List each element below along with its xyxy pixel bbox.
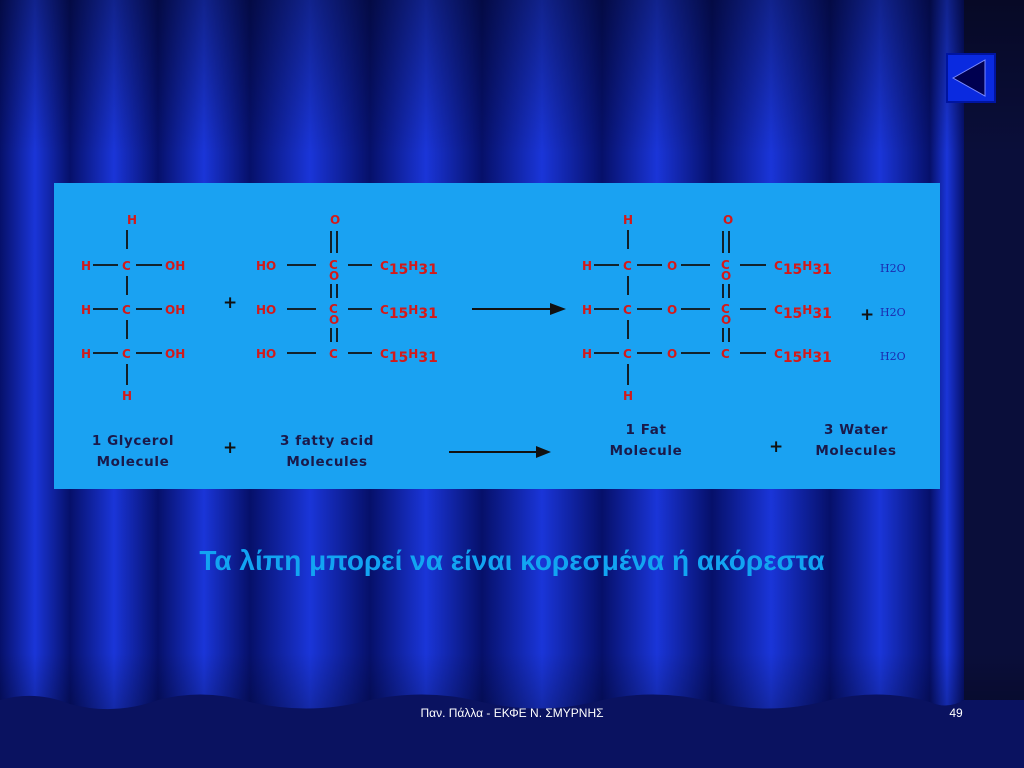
plus-sign: + xyxy=(223,438,237,458)
atom-ho: HO xyxy=(256,347,276,361)
water-molecule: H2O xyxy=(880,350,906,363)
atom-h: H xyxy=(582,303,592,317)
slide-footer: Παν. Πάλλα - ΕΚΦΕ Ν. ΣΜΥΡΝΗΣ xyxy=(420,706,604,720)
carbon-count: 15 xyxy=(389,350,408,366)
atom-h: H xyxy=(127,213,137,227)
water-molecule: H2O xyxy=(880,306,906,319)
carbon-count: 15 xyxy=(389,306,408,322)
carbon-symbol: C xyxy=(380,259,389,273)
atom-o: O xyxy=(330,213,340,227)
c15h31-group: C15H31 xyxy=(380,303,438,322)
atom-o: O xyxy=(723,213,733,227)
hydrogen-symbol: H xyxy=(802,347,812,361)
atom-h: H xyxy=(623,389,633,403)
atom-o: O xyxy=(667,259,677,273)
atom-oh: OH xyxy=(165,303,185,317)
atom-c: C xyxy=(122,347,131,361)
atom-c: C xyxy=(623,259,632,273)
atom-o: O xyxy=(329,313,339,327)
atom-h: H xyxy=(81,303,91,317)
atom-ho: HO xyxy=(256,259,276,273)
c15h31-group: C15H31 xyxy=(774,347,832,366)
atom-c: C xyxy=(623,347,632,361)
carbon-symbol: C xyxy=(380,347,389,361)
caption-fat-line2: Molecule xyxy=(610,443,683,459)
c15h31-group: C15H31 xyxy=(380,347,438,366)
atom-h: H xyxy=(81,347,91,361)
atom-c: C xyxy=(329,347,338,361)
caption-fatty-acid-line1: 3 fatty acid xyxy=(280,433,374,449)
atom-c: C xyxy=(329,258,338,272)
arrow-head-icon xyxy=(550,303,566,315)
plus-sign: + xyxy=(769,437,783,457)
atom-c: C xyxy=(329,302,338,316)
caption-fatty-acid-line2: Molecules xyxy=(286,454,367,470)
hydrogen-symbol: H xyxy=(408,259,418,273)
atom-o: O xyxy=(329,269,339,283)
c15h31-group: C15H31 xyxy=(774,303,832,322)
atom-o: O xyxy=(667,303,677,317)
atom-c: C xyxy=(721,258,730,272)
atom-c: C xyxy=(623,303,632,317)
arrow-head-icon xyxy=(536,446,551,458)
carbon-count: 15 xyxy=(783,350,802,366)
atom-c: C xyxy=(122,259,131,273)
hydrogen-count: 31 xyxy=(812,262,831,278)
atom-h: H xyxy=(81,259,91,273)
caption-glycerol-line2: Molecule xyxy=(97,454,170,470)
c15h31-group: C15H31 xyxy=(380,259,438,278)
caption-water-line1: 3 Water xyxy=(824,422,888,438)
water-molecule: H2O xyxy=(880,262,906,275)
plus-sign: + xyxy=(860,305,874,325)
atom-ho: HO xyxy=(256,303,276,317)
atom-o: O xyxy=(721,269,731,283)
atom-oh: OH xyxy=(165,347,185,361)
caption-glycerol-line1: 1 Glycerol xyxy=(92,433,174,449)
hydrogen-count: 31 xyxy=(418,262,437,278)
atom-h: H xyxy=(122,389,132,403)
atom-o: O xyxy=(667,347,677,361)
carbon-symbol: C xyxy=(380,303,389,317)
carbon-symbol: C xyxy=(774,303,783,317)
page-number: 49 xyxy=(949,706,963,720)
caption-fat-line1: 1 Fat xyxy=(625,422,666,438)
fatty-acid-molecules: O HO C O C15H31 HO C O C15H31 xyxy=(256,213,438,366)
hydrogen-symbol: H xyxy=(802,303,812,317)
carbon-count: 15 xyxy=(783,262,802,278)
hydrogen-count: 31 xyxy=(812,350,831,366)
atom-h: H xyxy=(623,213,633,227)
atom-h: H xyxy=(582,259,592,273)
atom-o: O xyxy=(721,313,731,327)
carbon-symbol: C xyxy=(774,347,783,361)
c15h31-group: C15H31 xyxy=(774,259,832,278)
atom-oh: OH xyxy=(165,259,185,273)
atom-c: C xyxy=(721,302,730,316)
glycerol-molecule: H H C OH H C OH H C OH H xyxy=(81,213,185,403)
hydrogen-count: 31 xyxy=(812,306,831,322)
hydrogen-count: 31 xyxy=(418,350,437,366)
hydrogen-symbol: H xyxy=(408,303,418,317)
carbon-count: 15 xyxy=(783,306,802,322)
atom-h: H xyxy=(582,347,592,361)
plus-sign: + xyxy=(223,293,237,313)
carbon-count: 15 xyxy=(389,262,408,278)
hydrogen-count: 31 xyxy=(418,306,437,322)
esterification-diagram: H H C OH H C OH H C OH H + O xyxy=(81,213,906,470)
atom-c: C xyxy=(122,303,131,317)
caption-water-line2: Molecules xyxy=(815,443,896,459)
reaction-diagram-panel: H H C OH H C OH H C OH H + O xyxy=(54,183,940,489)
hydrogen-symbol: H xyxy=(802,259,812,273)
previous-triangle-icon xyxy=(951,59,986,97)
hydrogen-symbol: H xyxy=(408,347,418,361)
fat-molecule: H O H C O C O C15H31 H C O xyxy=(582,213,832,403)
atom-c: C xyxy=(721,347,730,361)
slide-subtitle: Τα λίπη μπορεί να είναι κορεσμένα ή ακόρ… xyxy=(199,545,825,576)
previous-slide-button[interactable] xyxy=(946,53,996,103)
carbon-symbol: C xyxy=(774,259,783,273)
